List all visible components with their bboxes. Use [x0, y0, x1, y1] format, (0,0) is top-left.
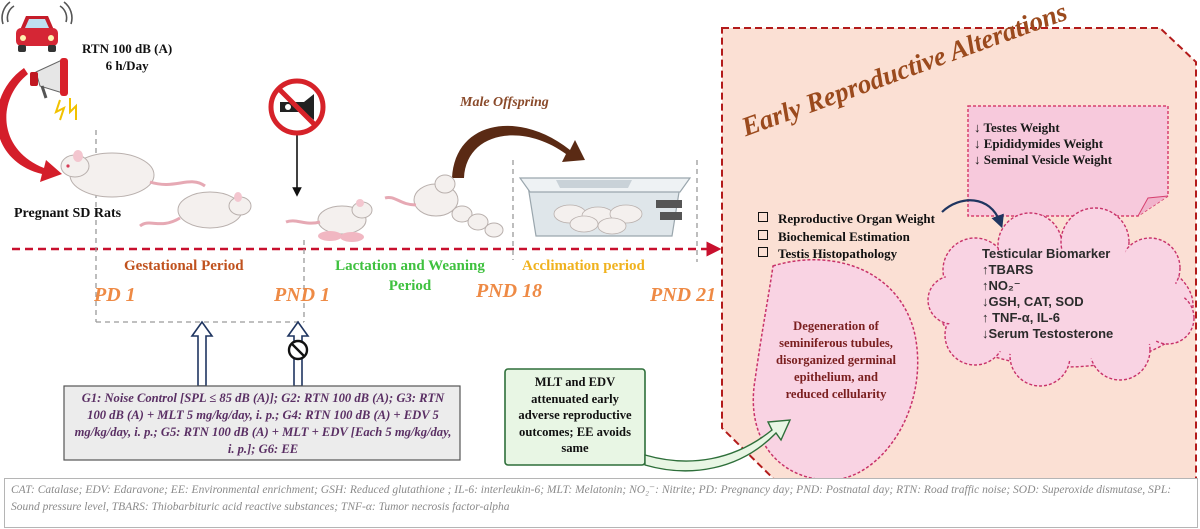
acclimation-period-label: Acclimation period: [522, 258, 645, 274]
biomarker-item: ↑TBARS: [982, 262, 1034, 277]
organ-weight-item: ↓ Seminal Vesicle Weight: [974, 152, 1113, 167]
prohibited-icon: [287, 339, 309, 361]
histopathology-drop: [752, 259, 919, 481]
day-label-pnd21: PND 21: [650, 284, 717, 306]
checkbox-icon: [758, 212, 768, 222]
organ-weight-list: ↓ Testes Weight ↓ Epididymides Weight ↓ …: [974, 120, 1112, 168]
rat-icon: [60, 150, 504, 242]
biomarker-item: ↑NO₂⁻: [982, 278, 1021, 293]
groups-box: [63, 385, 461, 461]
checkbox-icon: [758, 229, 768, 240]
groups-text: G1: Noise Control [SPL ≤ 85 dB (A)]; G2:…: [74, 391, 452, 456]
method-item: Biochemical Estimation: [758, 228, 935, 246]
cage-icon: [518, 177, 692, 237]
abbreviation-box: CAT: Catalase; EDV: Edaravone; EE: Envir…: [4, 478, 1198, 528]
method-item: Reproductive Organ Weight: [758, 210, 935, 228]
methods-list: Reproductive Organ Weight Biochemical Es…: [758, 210, 935, 263]
outcome-box: [504, 368, 646, 466]
day-label-pd1: PD 1: [94, 284, 136, 306]
lactation-line2: Period: [388, 278, 432, 294]
gestational-period-label: Gestational Period: [124, 258, 244, 274]
male-offspring-label: Male Offspring: [460, 95, 549, 110]
histopathology-text: Degeneration of seminiferous tubules, di…: [776, 319, 896, 401]
abbreviation-text: CAT: Catalase; EDV: Edaravone; EE: Envir…: [11, 484, 1172, 513]
method-item: Testis Histopathology: [758, 245, 935, 263]
car-icon: [1, 1, 73, 52]
outcome-text: MLT and EDV attenuated early adverse rep…: [518, 375, 632, 455]
exposure-label: RTN 100 dB (A) 6 h/Day: [82, 40, 172, 74]
methods-to-biomarker-arrow: [941, 199, 1004, 229]
organ-weight-item: ↓ Testes Weight: [974, 120, 1060, 135]
biomarker-item: ↑ TNF-α, IL-6: [982, 310, 1061, 325]
exposure-arrow: [0, 68, 62, 182]
organ-weight-box: [967, 105, 1169, 217]
outcome-arrow: [644, 419, 792, 472]
no-horn-sign-icon: [268, 78, 326, 136]
day-label-pnd1: PND 1: [274, 284, 331, 306]
biomarker-title: Testicular Biomarker: [982, 246, 1111, 261]
megaphone-icon: [30, 58, 77, 121]
checkbox-icon: [758, 247, 768, 257]
day-label-pnd18: PND 18: [476, 280, 543, 302]
exposure-line2: 6 h/Day: [105, 58, 149, 73]
biomarker-item: ↓GSH, CAT, SOD: [982, 294, 1084, 309]
organ-weight-item: ↓ Epididymides Weight: [974, 136, 1104, 151]
lactation-line1: Lactation and Weaning: [335, 258, 485, 274]
lactation-period-label: Lactation and Weaning Period: [320, 256, 500, 296]
exposure-line1: RTN 100 dB (A): [82, 41, 173, 56]
biomarker-item: ↓Serum Testosterone: [982, 326, 1114, 341]
biomarker-list: Testicular Biomarker ↑TBARS ↑NO₂⁻ ↓GSH, …: [982, 246, 1113, 342]
pregnant-rats-label: Pregnant SD Rats: [14, 206, 122, 221]
male-offspring-arrow: [452, 125, 585, 178]
